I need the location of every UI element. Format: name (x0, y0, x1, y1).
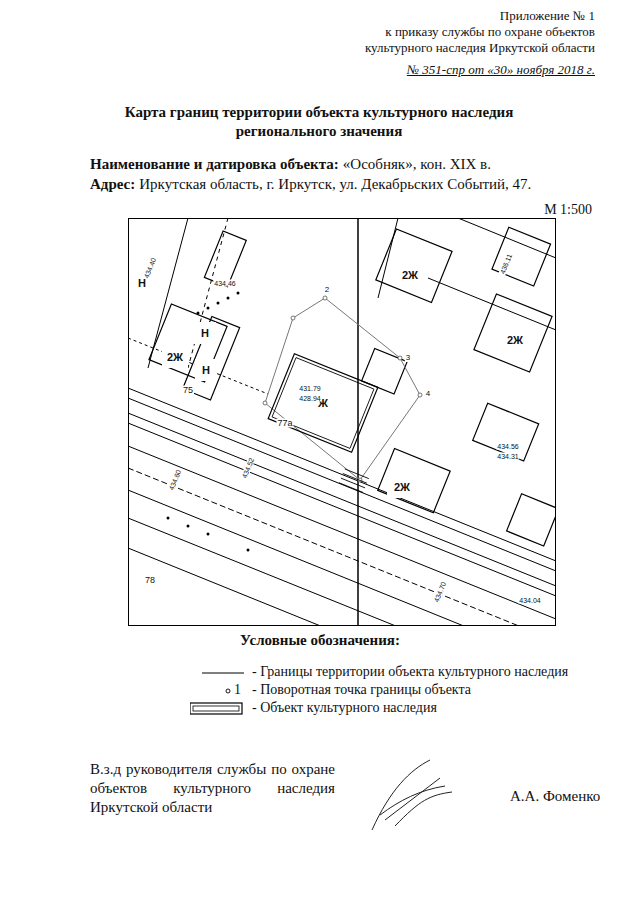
elevation-mark: 434.46 (213, 280, 236, 287)
document-text: № 351-спр от «30» ноября 2018 г. (407, 62, 595, 77)
house-number: 78 (144, 576, 156, 585)
document-text: Условные обозначения: (240, 632, 400, 648)
title-block: Карта границ территории объекта культурн… (109, 103, 529, 141)
elevation-mark: 428.94 (298, 395, 321, 402)
legend-row: - Границы территории объекта культурного… (252, 664, 568, 680)
document-text: Наименование и датировка объекта: (90, 156, 339, 172)
building-label-box: 2Ж (395, 264, 425, 286)
legend-text: - Границы территории объекта культурного… (252, 664, 568, 679)
legend-point-row: 1 (234, 682, 241, 698)
signatory-title: В.з.д руководителя службы по охране объе… (90, 761, 335, 815)
legend-sample (200, 683, 256, 699)
text-row: культурного наследия Иркутской области (360, 40, 595, 56)
house-number: 77а (276, 419, 293, 428)
building-code: Н (202, 364, 210, 376)
building-label-box: Н (194, 322, 216, 344)
elevation-mark: 434.56 (496, 443, 519, 450)
text-row: Наименование и датировка объекта:«Особня… (90, 156, 491, 173)
legend-row: - Объект культурного наследия (252, 700, 437, 716)
callout-number: 1 (234, 682, 241, 697)
building-code: 2Ж (394, 481, 410, 493)
signature-caption: В.з.д руководителя службы по охране объе… (90, 760, 335, 817)
house-number: 75 (182, 386, 194, 395)
callout-number: 3 (405, 354, 411, 362)
text-row: к приказу службы по охране объектов (360, 24, 595, 40)
map-title: Карта границ территории объекта культурн… (125, 104, 514, 139)
callout-number: 4 (425, 390, 431, 398)
document-text: Иркутская область, г. Иркутск, ул. Декаб… (139, 176, 531, 192)
document-text: М 1:500 (544, 202, 592, 217)
building-code: Н (201, 327, 209, 339)
building-code: 2Ж (507, 334, 523, 346)
text-row: А.А. Фоменко (510, 788, 600, 805)
cadastral-map (128, 218, 556, 626)
legend-row: - Поворотная точка границы объекта (252, 682, 471, 698)
building-label-box: 2Ж (162, 346, 188, 368)
legend-text: - Поворотная точка границы объекта (252, 682, 471, 697)
building-label-box: 2Ж (387, 476, 417, 498)
text-row: № 351-спр от «30» ноября 2018 г. (360, 62, 595, 78)
document-text: к приказу службы по охране объектов (385, 24, 595, 39)
elevation-mark: 431.79 (298, 385, 321, 392)
building-label-box: 2Ж (500, 329, 530, 351)
text-row: М 1:500 (480, 202, 592, 218)
elevation-mark: 434.04 (518, 597, 541, 604)
map-frame: НН2ЖНЖ2Ж2Ж2Ж7577а78234434.40434.46431.79… (128, 218, 556, 626)
elevation-mark: 434.31 (496, 453, 519, 460)
building-code: 2Ж (402, 269, 418, 281)
legend-text: - Объект культурного наследия (252, 700, 437, 715)
text-row: Адрес:Иркутская область, г. Иркутск, ул.… (90, 176, 531, 193)
legend-sample (190, 701, 246, 717)
document-text: Приложение № 1 (500, 8, 595, 23)
building-label-box: Н (195, 359, 217, 381)
document-text: Адрес: (90, 176, 135, 192)
callout-number: 2 (324, 286, 330, 294)
document-text: «Особняк», кон. XIX в. (343, 156, 491, 172)
text-row: Условные обозначения: (200, 632, 440, 649)
building-code: 2Ж (167, 351, 183, 363)
document-text: А.А. Фоменко (510, 788, 600, 804)
text-row: Приложение № 1 (360, 8, 595, 24)
legend-sample (200, 665, 256, 681)
document-text: культурного наследия Иркутской области (365, 40, 595, 55)
